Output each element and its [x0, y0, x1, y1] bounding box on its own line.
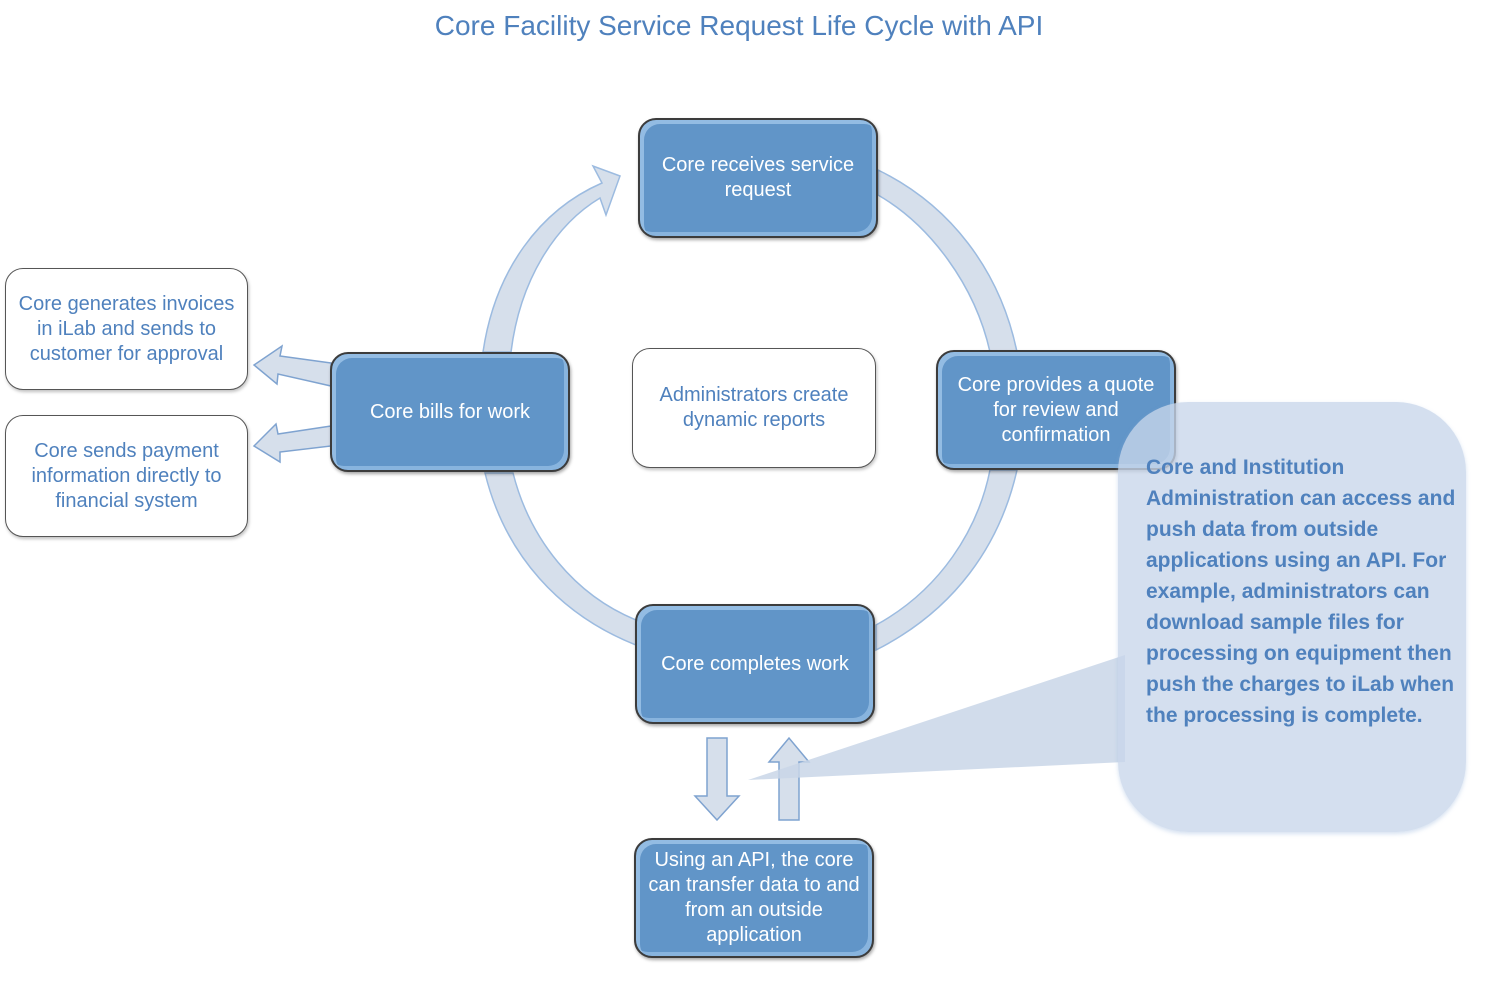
node-label: Core generates invoices in iLab and send… [18, 292, 235, 365]
node-send-payment-info[interactable]: Core sends payment information directly … [5, 415, 248, 537]
arrow-up-from-api [767, 736, 811, 821]
node-label: Administrators create dynamic reports [659, 384, 849, 431]
node-label: Core completes work [661, 652, 849, 675]
node-admin-dynamic-reports[interactable]: Administrators create dynamic reports [632, 348, 876, 468]
node-generate-invoices[interactable]: Core generates invoices in iLab and send… [5, 268, 248, 390]
node-label: Using an API, the core can transfer data… [648, 849, 860, 946]
arrow-to-invoices [252, 344, 332, 387]
callout-bubble [1118, 402, 1466, 832]
node-api-transfer[interactable]: Using an API, the core can transfer data… [634, 838, 874, 958]
arrow-down-to-api [693, 737, 741, 822]
cycle-arc-quote-to-complete [875, 469, 1018, 652]
node-label: Core bills for work [369, 400, 531, 423]
node-label: Core sends payment information directly … [31, 439, 222, 512]
node-label: Core provides a quote for review and con… [957, 373, 1155, 446]
cycle-arc-complete-to-bill [484, 472, 637, 647]
callout-text: Core and Institution Administration can … [1146, 456, 1456, 727]
callout-pointer [748, 655, 1125, 780]
diagram-title: Core Facility Service Request Life Cycle… [434, 10, 1044, 41]
node-label: Core receives service request [661, 154, 855, 201]
node-core-receives-request[interactable]: Core receives service request [638, 118, 878, 238]
arrow-to-financial-system [252, 422, 332, 464]
cycle-arc-receive-to-quote [877, 168, 1018, 353]
cycle-arc-bill-to-receive [482, 164, 621, 353]
node-core-completes-work[interactable]: Core completes work [635, 604, 875, 724]
node-core-bills-for-work[interactable]: Core bills for work [330, 352, 570, 472]
